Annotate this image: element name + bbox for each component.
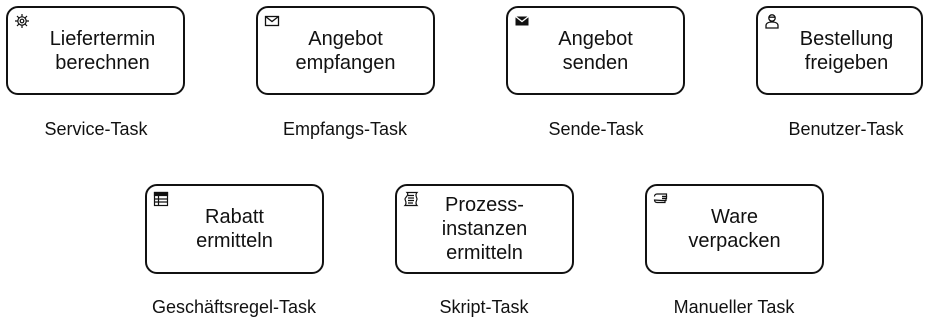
service-task-box: Liefertermin berechnen (6, 6, 185, 95)
table-icon (153, 191, 169, 207)
send-task-box: Angebot senden (506, 6, 685, 95)
envelope-filled-icon (514, 13, 530, 29)
user-icon (764, 13, 780, 29)
hand-icon (653, 191, 669, 207)
user-task-box: Bestellung freigeben (756, 6, 923, 95)
task-label: Bestellung freigeben (799, 27, 894, 74)
task-type-caption: Manueller Task (673, 297, 795, 317)
task-label: Ware verpacken (688, 206, 781, 252)
task-label: Angebot senden (558, 27, 633, 74)
gear-icon (14, 13, 30, 29)
task-type-caption: Service-Task (44, 119, 148, 139)
envelope-outline-icon (264, 13, 280, 29)
task-type-caption: Geschäftsregel-Task (151, 297, 317, 317)
task-label: Angebot empfangen (295, 27, 396, 74)
task-label: Liefertermin berechnen (49, 27, 156, 74)
script-icon (403, 191, 419, 207)
manual-task-box: Ware verpacken (645, 184, 824, 274)
task-label: Prozess- instanzen ermitteln (441, 194, 528, 264)
task-type-caption: Sende-Task (548, 119, 644, 139)
task-type-caption: Benutzer-Task (788, 119, 904, 139)
business-rule-task-box: Rabatt ermitteln (145, 184, 324, 274)
task-type-caption: Empfangs-Task (282, 119, 408, 139)
task-label: Rabatt ermitteln (196, 206, 273, 252)
task-type-caption: Skript-Task (439, 297, 529, 317)
receive-task-box: Angebot empfangen (256, 6, 435, 95)
script-task-box: Prozess- instanzen ermitteln (395, 184, 574, 274)
